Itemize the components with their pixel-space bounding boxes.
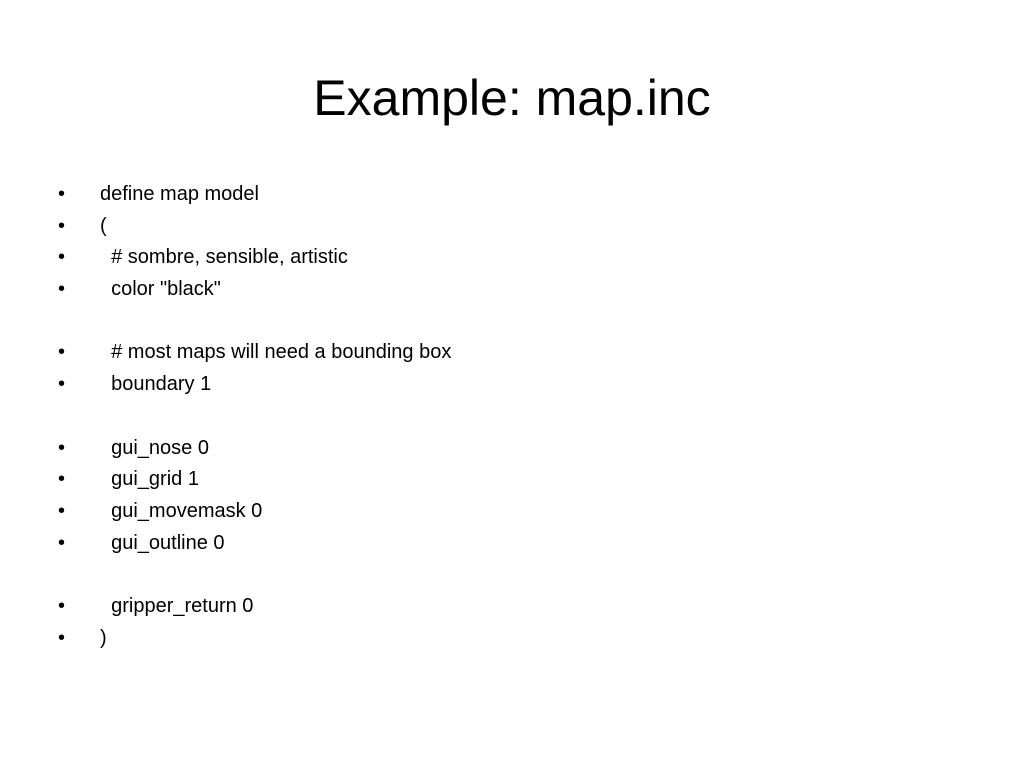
bullet-text: gui_outline 0 [100, 531, 225, 554]
bullet-item: • boundary 1 [58, 369, 958, 401]
bullet-text: define map model [100, 183, 259, 205]
bullet-item: • gui_nose 0 [58, 433, 958, 465]
bullet-item: • define map model [58, 179, 958, 211]
bullet-text: boundary 1 [100, 373, 212, 396]
bullet-item: •( [58, 211, 958, 243]
bullet-text: gripper_return 0 [100, 594, 254, 617]
bullet-dot-icon: • [58, 246, 66, 269]
bullet-item: • gui_outline 0 [58, 528, 958, 560]
bullet-dot-icon: • [58, 214, 66, 237]
bullet-item: •) [58, 623, 958, 655]
bullet-text: # most maps will need a bounding box [100, 341, 452, 364]
bullet-dot-icon: • [58, 436, 66, 459]
blank-line [58, 559, 958, 591]
bullet-text: gui_grid 1 [100, 468, 199, 491]
bullet-text: ) [100, 626, 107, 649]
bullet-item: • gripper_return 0 [58, 591, 958, 623]
bullet-dot-icon: • [58, 183, 66, 205]
bullet-list: •define map model•(• # sombre, sensible,… [58, 179, 958, 654]
bullet-item: • gui_grid 1 [58, 464, 958, 496]
blank-line [58, 401, 958, 433]
bullet-item: • # most maps will need a bounding box [58, 337, 958, 369]
bullet-text: gui_nose 0 [100, 436, 209, 459]
bullet-dot-icon: • [58, 468, 66, 491]
bullet-item: • # sombre, sensible, artistic [58, 242, 958, 274]
bullet-dot-icon: • [58, 626, 66, 649]
slide-title: Example: map.inc [313, 70, 711, 126]
bullet-dot-icon: • [58, 531, 66, 554]
bullet-dot-icon: • [58, 341, 66, 364]
bullet-dot-icon: • [58, 594, 66, 617]
bullet-text: gui_movemask 0 [100, 499, 263, 522]
bullet-dot-icon: • [58, 499, 66, 522]
bullet-dot-icon: • [58, 278, 66, 301]
bullet-dot-icon: • [58, 373, 66, 396]
blank-line [58, 306, 958, 338]
bullet-item: • gui_movemask 0 [58, 496, 958, 528]
bullet-text: # sombre, sensible, artistic [100, 246, 348, 269]
bullet-item: • color "black" [58, 274, 958, 306]
bullet-text: ( [100, 214, 107, 237]
bullet-text: color "black" [100, 278, 221, 301]
